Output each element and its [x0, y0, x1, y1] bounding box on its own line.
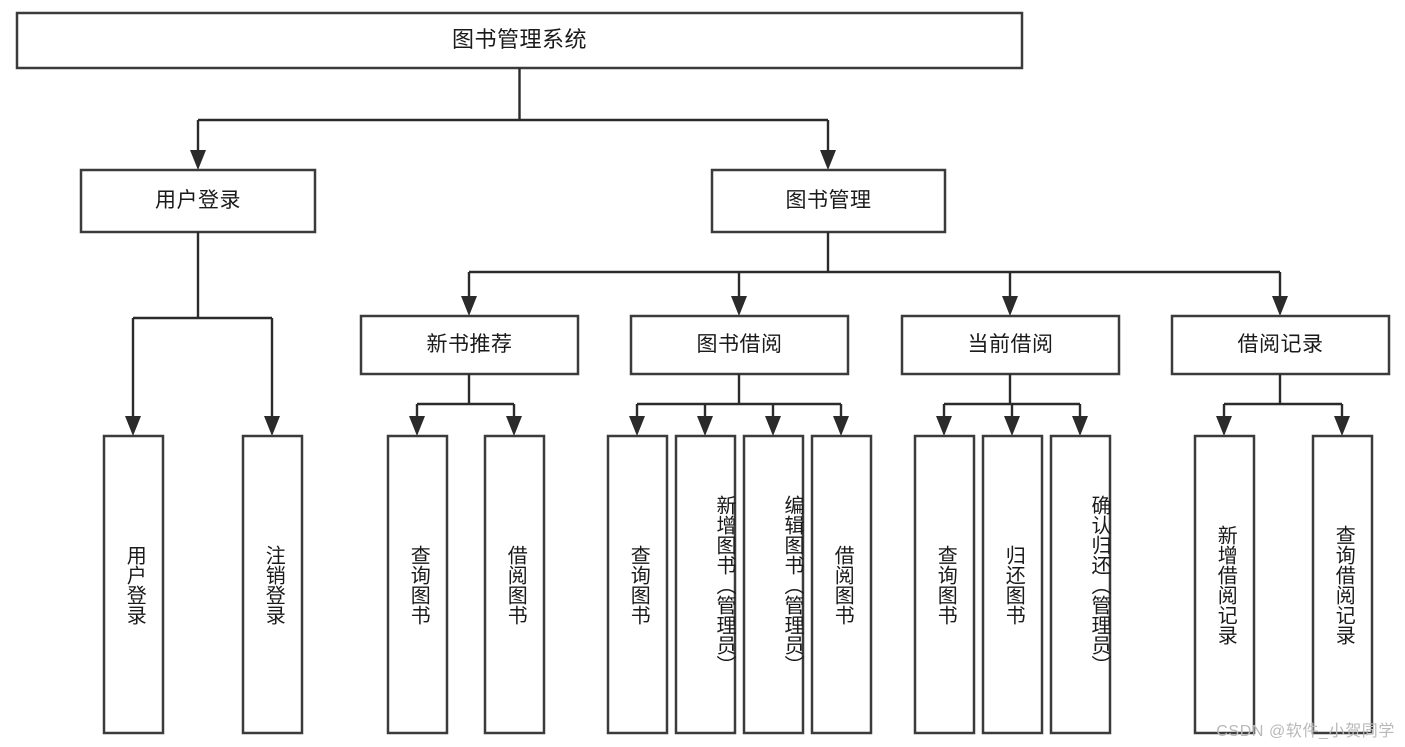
arrow-head-cb-leaf3 — [1072, 416, 1088, 436]
node-box-leaf-bb-2[interactable] — [674, 434, 737, 735]
csdn-watermark: CSDN @软件_小贺同学 — [1216, 723, 1395, 740]
node-box-user-login[interactable] — [79, 168, 317, 234]
node-box-book-manage[interactable] — [710, 168, 947, 234]
node-box-new-book-rec[interactable] — [359, 314, 580, 376]
node-box-leaf-cb-2[interactable] — [981, 434, 1044, 735]
arrow-head-current-borrow — [1002, 296, 1018, 316]
arrow-head-new-book-rec — [461, 296, 477, 316]
arrow-head-br-leaf2 — [1334, 416, 1350, 436]
node-box-leaf-nbr-1[interactable] — [386, 434, 449, 735]
node-box-leaf-cb-3[interactable] — [1049, 434, 1112, 735]
arrow-head-cb-leaf2 — [1004, 416, 1020, 436]
arrow-head-borrow-record — [1272, 296, 1288, 316]
node-box-leaf-bb-3[interactable] — [742, 434, 805, 735]
node-box-leaf-bb-4[interactable] — [810, 434, 873, 735]
node-box-leaf-br-2[interactable] — [1311, 434, 1374, 735]
arrow-head-user-login — [190, 150, 206, 170]
arrow-head-ul-leaf1 — [125, 416, 141, 436]
arrow-head-bb-leaf3 — [765, 416, 781, 436]
arrow-head-cb-leaf1 — [936, 416, 952, 436]
arrow-head-bb-leaf2 — [697, 416, 713, 436]
node-box-current-borrow[interactable] — [900, 314, 1121, 376]
arrow-head-br-leaf1 — [1216, 416, 1232, 436]
node-box-leaf-cb-1[interactable] — [913, 434, 976, 735]
node-box-root[interactable] — [15, 11, 1024, 70]
arrow-head-bb-leaf1 — [629, 416, 645, 436]
node-box-leaf-br-1[interactable] — [1193, 434, 1256, 735]
node-box-leaf-ul-1[interactable] — [102, 434, 165, 735]
arrow-head-nbr-leaf1 — [409, 416, 425, 436]
arrow-head-book-manage — [820, 150, 836, 170]
arrow-head-book-borrow — [731, 296, 747, 316]
arrow-head-nbr-leaf2 — [506, 416, 522, 436]
node-box-leaf-nbr-2[interactable] — [483, 434, 546, 735]
node-box-borrow-record[interactable] — [1170, 314, 1391, 376]
arrow-head-bb-leaf4 — [833, 416, 849, 436]
node-box-leaf-ul-2[interactable] — [241, 434, 304, 735]
arrow-head-ul-leaf2 — [264, 416, 280, 436]
node-box-leaf-bb-1[interactable] — [606, 434, 669, 735]
node-box-book-borrow[interactable] — [629, 314, 850, 376]
